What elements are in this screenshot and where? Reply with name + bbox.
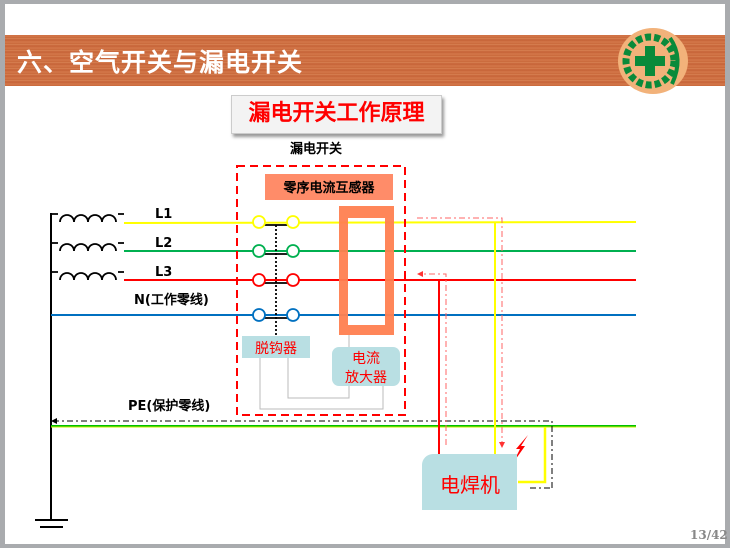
page-number: 13/42 xyxy=(690,528,728,542)
amplifier-label-2: 放大器 xyxy=(345,370,387,386)
trip-unit-label: 脱钩器 xyxy=(255,341,297,357)
ground-bus xyxy=(35,213,68,528)
current-transformer-core xyxy=(339,206,394,335)
title-banner: 六、空气开关与漏电开关 xyxy=(5,35,725,86)
safety-logo-icon xyxy=(618,28,688,94)
leakage-path-pe xyxy=(51,418,553,488)
ct-label: 零序电流互感器 xyxy=(282,180,375,196)
label-n: N(工作零线) xyxy=(134,292,209,308)
diagram-title: 漏电开关工作原理 xyxy=(231,95,442,134)
rcd-label: 漏电开关 xyxy=(290,141,342,157)
amplifier-label-1: 电流 xyxy=(352,351,380,367)
amplifier-box xyxy=(332,347,400,386)
line-l1 xyxy=(123,221,637,224)
label-l2: L2 xyxy=(155,236,172,251)
rcd-boundary xyxy=(236,165,406,416)
trip-unit-box xyxy=(242,336,310,358)
label-pe: PE(保护零线) xyxy=(128,398,210,414)
transformer-coils-icon xyxy=(51,213,124,281)
label-l3: L3 xyxy=(155,265,172,280)
welder-box xyxy=(422,454,517,510)
switch-contacts xyxy=(252,215,300,336)
welder-label: 电焊机 xyxy=(440,473,500,497)
slide xyxy=(5,4,725,544)
ct-label-box xyxy=(265,174,393,200)
label-l1: L1 xyxy=(155,207,172,222)
slide-title: 六、空气开关与漏电开关 xyxy=(17,48,304,77)
